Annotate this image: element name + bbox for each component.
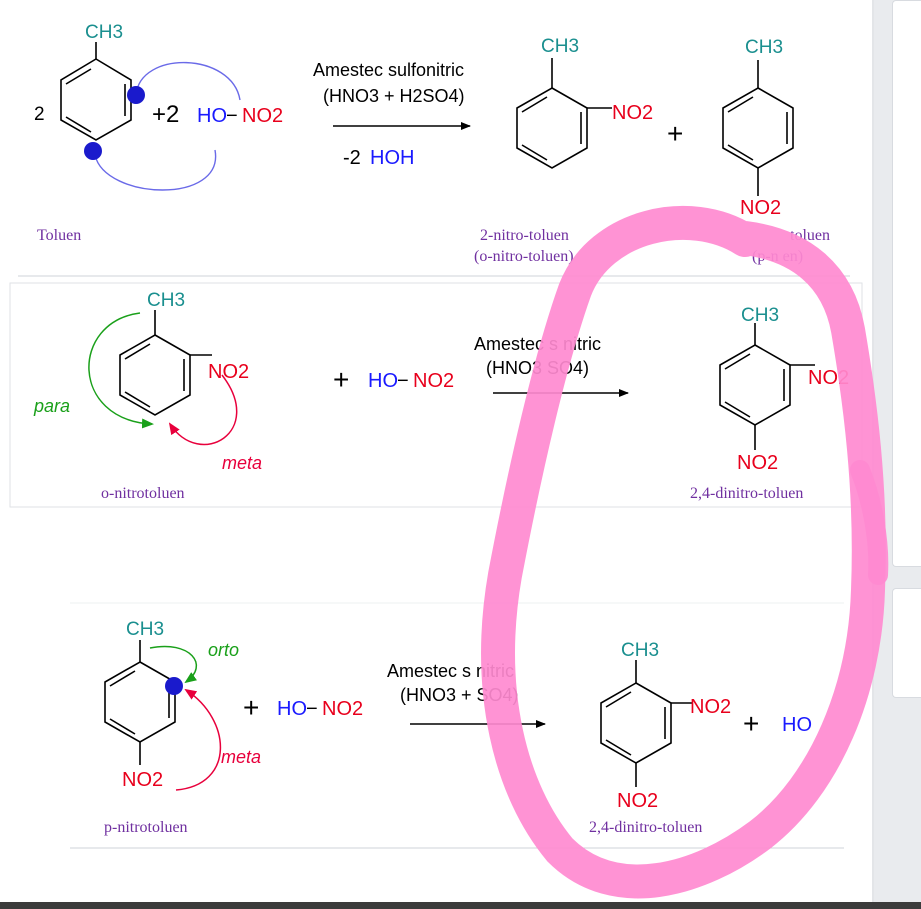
reaction-site-dot-orto [165, 677, 183, 695]
p-nitrotoluene-reactant [104, 640, 176, 765]
r3-plus: + [243, 692, 259, 723]
meta-arrow [168, 374, 238, 446]
byproduct-coefficient: -2 [343, 147, 361, 169]
name-o-nitrotoluene: (o-nitro-toluen) [474, 248, 574, 265]
r3-meta-arrow [175, 688, 222, 791]
toluene-ch3-label: CH3 [85, 22, 123, 43]
para-arrow [88, 312, 154, 429]
r2-reagent-no2: NO2 [413, 370, 454, 392]
dinitrotoluene-product-2 [719, 323, 815, 450]
label-meta-3: meta [221, 747, 261, 767]
name-2-4-dinitrotoluen-2: 2,4-dinitro-toluen [690, 485, 803, 502]
r3-partial-ho: HO [782, 714, 812, 736]
taskbar-strip [0, 902, 921, 909]
r2-plus: + [333, 364, 349, 395]
side-card-top [892, 0, 921, 567]
r3-no2-label: NO2 [122, 769, 163, 791]
conditions-line-2: (HNO3 + H2SO4) [323, 86, 465, 106]
label-para: para [33, 396, 70, 416]
prod2-ch3-label: CH3 [745, 37, 783, 58]
side-card-bottom [892, 588, 921, 698]
r3-reagent-ho: HO [277, 698, 307, 720]
highlighter-circle [481, 206, 886, 899]
reaction-site-arc-top [135, 61, 241, 101]
toluene-molecule [60, 42, 132, 141]
r2-no2-label: NO2 [208, 361, 249, 383]
r3-ch3-label: CH3 [126, 619, 164, 640]
reagent-coefficient: +2 [152, 101, 179, 128]
prod1-no2-label: NO2 [612, 102, 653, 124]
toluene-coefficient: 2 [34, 104, 45, 125]
byproduct-hoh: HOH [370, 147, 414, 169]
r3-prod-no2-bottom: NO2 [617, 790, 658, 812]
r3-prod-ch3-label: CH3 [621, 640, 659, 661]
highlighter-tail [850, 460, 889, 585]
r2-prod-ch3-label: CH3 [741, 305, 779, 326]
orto-arrow [149, 645, 198, 684]
dinitrotoluene-product-3 [600, 660, 693, 787]
product-plus: + [667, 118, 683, 149]
r3-reagent-dash: − [306, 698, 318, 720]
reaction-site-dot-ortho [127, 86, 145, 104]
o-nitrotoluene-reactant [119, 310, 212, 416]
reagent-dash: − [226, 105, 238, 127]
reagent-no2: NO2 [242, 105, 283, 127]
name-p-nitrotoluen: p-nitrotoluen [104, 819, 188, 836]
r2-reagent-dash: − [397, 370, 409, 392]
reaction-site-arc-bottom [94, 149, 217, 191]
name-toluene: Toluen [37, 227, 81, 244]
reaction-site-dot-para [84, 142, 102, 160]
r2-ch3-label: CH3 [147, 290, 185, 311]
name-2-4-dinitrotoluen-3: 2,4-dinitro-toluen [589, 819, 702, 836]
prod2-no2-label: NO2 [740, 197, 781, 219]
r2-prod-no2-bottom: NO2 [737, 452, 778, 474]
reagent-ho: HO [197, 105, 227, 127]
r3-prod-no2-top: NO2 [690, 696, 731, 718]
conditions-line-1: Amestec sulfonitric [313, 60, 464, 80]
name-o-nitrotoluen: o-nitrotoluen [101, 485, 185, 502]
r3-plus-2: + [743, 708, 759, 739]
prod1-ch3-label: CH3 [541, 36, 579, 57]
r2-conditions-line-1: Amestec s nitric [474, 334, 601, 354]
reaction-1: 2 CH3 +2 HO − NO2 Amestec sulfonitric (H… [34, 22, 830, 265]
o-nitrotoluene-molecule [516, 58, 612, 169]
reaction-3: CH3 NO2 orto meta + HO − NO2 Amestec s n… [104, 619, 812, 836]
r3-reagent-no2: NO2 [322, 698, 363, 720]
panel-reaction-2 [9, 282, 863, 508]
label-meta: meta [222, 453, 262, 473]
label-orto: orto [208, 640, 239, 660]
r2-reagent-ho: HO [368, 370, 398, 392]
name-2-nitrotoluene: 2-nitro-toluen [480, 227, 569, 244]
p-nitrotoluene-molecule [722, 60, 794, 196]
